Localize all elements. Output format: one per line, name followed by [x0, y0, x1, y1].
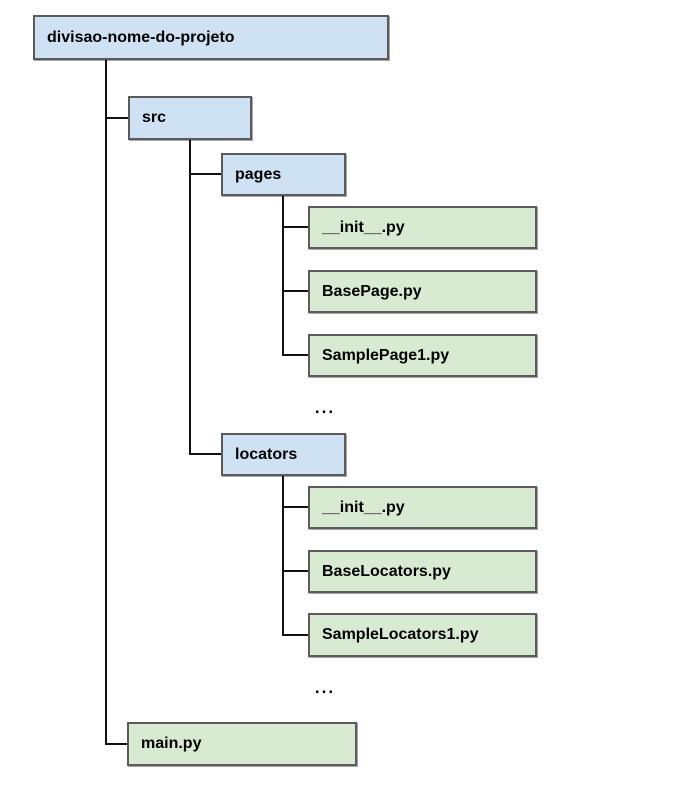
- node-pages-init-file: __init__.py: [308, 206, 537, 249]
- connector-stub-pages-init: [282, 226, 310, 228]
- node-samplelocators-file: SampleLocators1.py: [308, 613, 537, 657]
- node-locators-folder: locators: [221, 433, 346, 476]
- connector-stub-pages: [189, 173, 223, 175]
- node-basepage-file: BasePage.py: [308, 270, 537, 313]
- connector-stub-baselocators: [282, 570, 310, 572]
- connector-stub-samplepage: [282, 354, 310, 356]
- connector-stub-locators: [189, 453, 223, 455]
- connector-stub-basepage: [282, 290, 310, 292]
- node-locators-init-file: __init__.py: [308, 486, 537, 529]
- connector-trunk-pages: [282, 196, 284, 356]
- connector-trunk-root: [105, 60, 107, 745]
- connector-stub-src: [105, 117, 130, 119]
- node-src-folder: src: [128, 96, 252, 140]
- node-main-file: main.py: [127, 722, 357, 766]
- node-root-folder: divisao-nome-do-projeto: [33, 15, 389, 60]
- connector-stub-locators-init: [282, 506, 310, 508]
- connector-stub-samplelocators: [282, 634, 310, 636]
- connector-trunk-locators: [282, 476, 284, 636]
- node-baselocators-file: BaseLocators.py: [308, 550, 537, 593]
- ellipsis-more-pages: ...: [314, 398, 336, 417]
- node-pages-folder: pages: [221, 153, 346, 196]
- connector-stub-main: [105, 743, 129, 745]
- node-samplepage-file: SamplePage1.py: [308, 334, 537, 377]
- connector-trunk-src: [189, 140, 191, 455]
- ellipsis-more-locators: ...: [314, 678, 336, 697]
